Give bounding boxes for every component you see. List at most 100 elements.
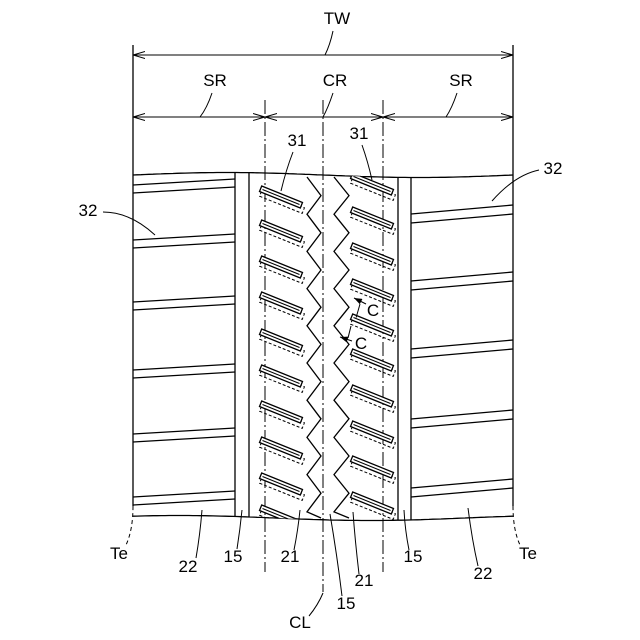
section-line-lower <box>348 326 351 338</box>
zigzag-wall-left <box>307 177 321 518</box>
labels: TW SR CR SR 31 31 32 32 C C Te 22 15 21 … <box>79 9 563 632</box>
sipe-center-line <box>354 496 391 511</box>
label-22-left: 22 <box>179 557 198 576</box>
sipe-center-line <box>263 190 300 205</box>
lateral-groove-right <box>411 272 513 290</box>
sipe <box>260 292 305 319</box>
label-c-lower: C <box>355 334 367 353</box>
sipe <box>260 186 305 213</box>
sipe-center-line <box>354 247 391 262</box>
sipe <box>351 385 396 412</box>
sipe <box>260 401 305 428</box>
sipe-center-line <box>263 509 300 524</box>
lateral-groove-edge <box>411 205 513 214</box>
leader-32-right <box>492 170 539 201</box>
lateral-groove-right <box>411 479 513 497</box>
lateral-groove-edge <box>133 372 235 378</box>
label-15-center: 15 <box>337 594 356 613</box>
sipe-center-line <box>263 369 300 384</box>
label-te-right: Te <box>519 544 537 563</box>
sipe <box>260 256 305 283</box>
lateral-groove-right <box>411 410 513 428</box>
section-arrow-upper <box>354 298 366 304</box>
leader-tw <box>325 31 333 55</box>
lateral-groove-edge <box>133 242 235 248</box>
sipe <box>351 492 396 519</box>
lateral-groove-right <box>411 340 513 358</box>
lateral-groove-left <box>133 491 235 505</box>
lateral-groove-edge <box>411 281 513 290</box>
label-22-right: 22 <box>474 564 493 583</box>
lateral-groove-edge <box>133 296 235 302</box>
lateral-groove-edge <box>411 479 513 488</box>
sipe <box>260 437 305 464</box>
leader-te-left <box>126 506 133 545</box>
leader-32-left <box>103 212 155 235</box>
lateral-groove-edge <box>411 410 513 419</box>
label-32-right: 32 <box>544 159 563 178</box>
sipe <box>260 220 305 247</box>
sipe-center-line <box>354 389 391 404</box>
label-21-right: 21 <box>355 571 374 590</box>
leader-15-center <box>330 514 342 596</box>
leader-15-right <box>404 510 409 550</box>
label-cl: CL <box>289 613 311 632</box>
lateral-groove-edge <box>133 491 235 497</box>
label-sr-left: SR <box>203 71 227 90</box>
lateral-groove-edge <box>133 428 235 434</box>
sipe <box>351 349 396 376</box>
sipe-center-line <box>354 353 391 368</box>
lateral-groove-left <box>133 179 235 193</box>
center-land-sipes <box>260 173 396 532</box>
sipe-center-line <box>263 333 300 348</box>
sipe-center-line <box>354 425 391 440</box>
leader-22-left <box>196 510 202 558</box>
lateral-groove-edge <box>133 187 235 193</box>
lateral-groove-left <box>133 428 235 442</box>
sipe-center-line <box>263 296 300 311</box>
sipe <box>260 365 305 392</box>
leader-te-right <box>513 506 520 545</box>
lateral-groove-left <box>133 234 235 248</box>
lateral-groove-edge <box>133 179 235 185</box>
leader-22-right <box>468 508 478 566</box>
leader-cr <box>323 93 333 117</box>
lateral-groove-edge <box>133 364 235 370</box>
leader-31-left <box>281 152 293 191</box>
leader-sr-left <box>200 93 212 117</box>
sipe-center-line <box>354 460 391 475</box>
sipe <box>351 456 396 483</box>
leader-21-left <box>294 510 300 550</box>
lateral-groove-edge <box>411 349 513 358</box>
leader-31-right <box>362 145 372 180</box>
sipe-center-line <box>354 211 391 226</box>
lateral-groove-edge <box>411 419 513 428</box>
label-tw: TW <box>324 9 350 28</box>
label-cr: CR <box>323 71 348 90</box>
leader-sr-right <box>446 93 457 117</box>
lateral-groove-edge <box>133 234 235 240</box>
lateral-groove-right <box>411 205 513 223</box>
sipe <box>351 207 396 234</box>
lateral-groove-edge <box>411 272 513 281</box>
label-c-upper: C <box>367 301 379 320</box>
leader-lines <box>103 31 539 616</box>
sipe-center-line <box>263 477 300 492</box>
label-21-left: 21 <box>281 547 300 566</box>
sipe <box>260 329 305 356</box>
leader-cl <box>309 593 323 616</box>
lateral-groove-edge <box>411 340 513 349</box>
label-te-left: Te <box>110 544 128 563</box>
label-15-right: 15 <box>404 547 423 566</box>
sipe-center-line <box>263 260 300 275</box>
sipe-center-line <box>354 283 391 298</box>
lateral-groove-edge <box>411 214 513 223</box>
zigzag-wall-right <box>334 177 349 518</box>
lateral-groove-edge <box>133 304 235 310</box>
sipe <box>351 243 396 270</box>
sipe <box>260 473 305 500</box>
sipe-center-line <box>263 224 300 239</box>
leader-15-left <box>237 510 242 549</box>
center-zigzag-groove <box>307 177 349 518</box>
